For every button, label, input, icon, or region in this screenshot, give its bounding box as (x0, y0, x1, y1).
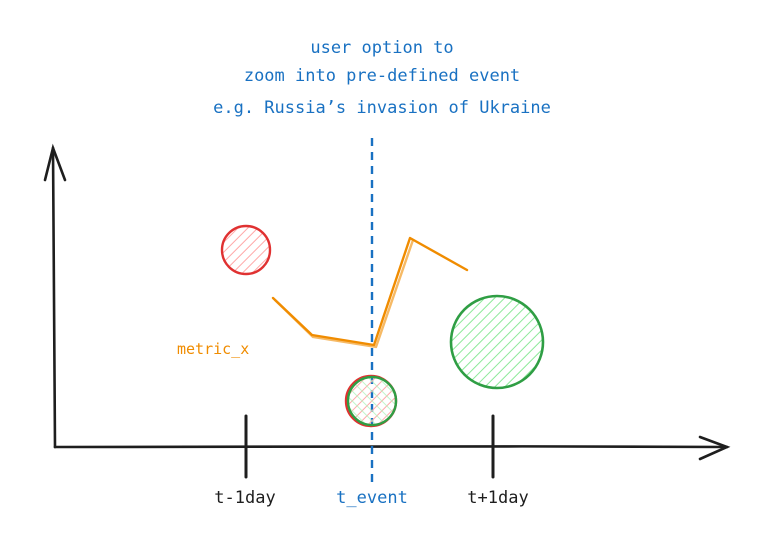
tick-label-after: t+1day (467, 488, 529, 508)
x-axis (53, 435, 731, 461)
y-axis (43, 143, 67, 449)
tick-label-event: t_event (336, 488, 408, 508)
annotation-line-2: zoom into pre-defined event (243, 66, 521, 86)
green-circle (449, 294, 545, 390)
tick-label-before: t-1day (214, 488, 276, 508)
metric-label: metric_x (177, 340, 250, 358)
mixed-circle (344, 374, 398, 428)
metric-line (271, 236, 469, 349)
red-circle (220, 224, 272, 276)
annotation-line-3: e.g. Russia’s invasion of Ukraine (213, 98, 551, 118)
annotation-line-1: user option to (310, 38, 454, 58)
